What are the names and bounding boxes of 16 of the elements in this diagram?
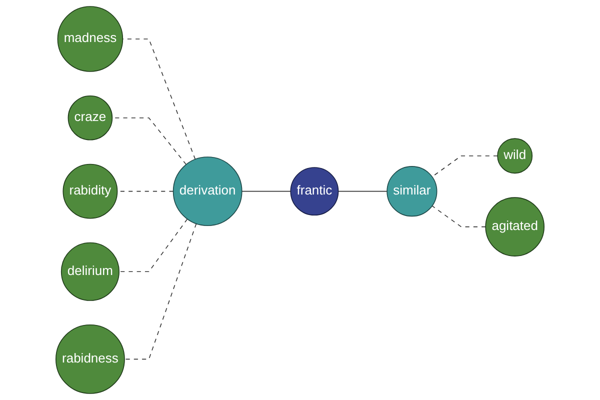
connector: [241, 190, 292, 192]
node-circle: rabidity: [62, 164, 118, 219]
node-circle: craze: [68, 95, 113, 140]
connector: [432, 205, 486, 228]
connector: [118, 218, 188, 272]
connector: [124, 223, 197, 360]
node-circle: wild: [497, 138, 533, 174]
node-circle: derivation: [172, 156, 242, 226]
connector: [338, 190, 388, 192]
connector: [432, 155, 498, 178]
node-circle: agitated: [485, 197, 544, 256]
node-circle: rabidness: [56, 324, 125, 394]
node-circle: similar: [386, 166, 438, 217]
node-circle: delirium: [60, 242, 120, 301]
node-circle: madness: [57, 6, 124, 72]
node-circle: frantic: [290, 167, 339, 216]
